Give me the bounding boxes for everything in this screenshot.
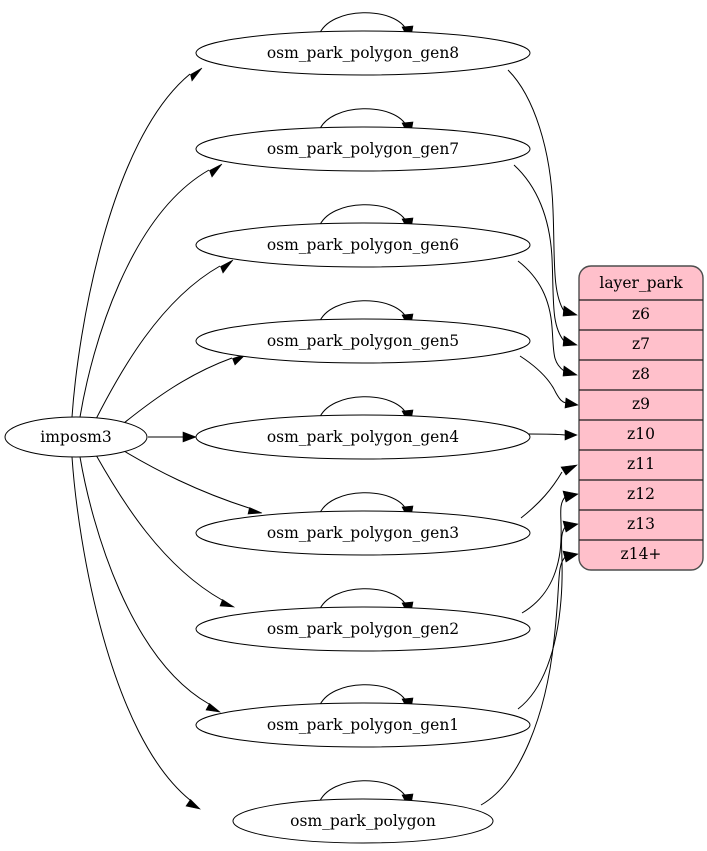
node-base-shape[interactable] xyxy=(232,798,494,844)
node-gen3-shape[interactable] xyxy=(195,510,531,556)
node-gen7-label: osm_park_polygon_gen7 xyxy=(267,140,459,158)
node-gen1-shape[interactable] xyxy=(195,702,531,748)
node-gen8-label: osm_park_polygon_gen8 xyxy=(267,44,459,62)
layer-park-row-z13[interactable]: z13 xyxy=(627,515,655,533)
edge-gen3-to-z11 xyxy=(520,464,578,519)
node-gen1-label: osm_park_polygon_gen1 xyxy=(267,716,459,734)
node-gen4[interactable]: osm_park_polygon_gen4 xyxy=(195,414,531,460)
node-gen6-label: osm_park_polygon_gen6 xyxy=(267,236,459,254)
node-gen7[interactable]: osm_park_polygon_gen7 xyxy=(195,126,531,172)
edge-imposm3-to-gen2 xyxy=(95,454,236,608)
node-gen6-shape[interactable] xyxy=(195,222,531,268)
edge-imposm3-to-gen6 xyxy=(95,259,234,420)
node-gen5[interactable]: osm_park_polygon_gen5 xyxy=(195,318,531,364)
edge-imposm3-to-gen8 xyxy=(71,67,203,418)
edge-group-tables-to-zooms xyxy=(480,69,579,806)
layer-park-row-z12[interactable]: z12 xyxy=(627,485,655,503)
layer-park-row-z7[interactable]: z7 xyxy=(632,335,650,353)
node-gen5-label: osm_park_polygon_gen5 xyxy=(267,332,459,350)
layer-park-row-z11[interactable]: z11 xyxy=(627,455,655,473)
edge-imposm3-to-gen4 xyxy=(148,431,197,443)
layer-park-box[interactable] xyxy=(578,265,704,571)
layer-park-row-z10[interactable]: z10 xyxy=(627,425,655,443)
node-gen5-shape[interactable] xyxy=(195,318,531,364)
edge-imposm3-to-base xyxy=(71,456,201,810)
node-gen2-label: osm_park_polygon_gen2 xyxy=(267,620,459,638)
edge-imposm3-to-gen3 xyxy=(123,450,263,515)
layer-park-row-z8[interactable]: z8 xyxy=(632,365,650,383)
node-gen2[interactable]: osm_park_polygon_gen2 xyxy=(195,606,531,652)
edge-gen7-to-z7 xyxy=(513,164,578,347)
node-gen6[interactable]: osm_park_polygon_gen6 xyxy=(195,222,531,268)
edge-imposm3-to-gen1 xyxy=(79,456,222,713)
edge-imposm3-to-gen7 xyxy=(79,163,223,418)
node-gen1[interactable]: osm_park_polygon_gen1 xyxy=(195,702,531,748)
node-base[interactable]: osm_park_polygon xyxy=(232,798,494,844)
layer-park-row-z14plus[interactable]: z14+ xyxy=(621,545,662,563)
edge-gen6-to-z8 xyxy=(517,260,578,377)
edge-gen8-to-z6 xyxy=(507,69,578,317)
node-layer-park[interactable]: layer_park z6 z7 z8 z9 z10 z11 z12 z13 z… xyxy=(578,265,704,571)
edge-base-to-z14 xyxy=(480,550,579,806)
node-base-label: osm_park_polygon xyxy=(290,812,436,830)
node-gen8[interactable]: osm_park_polygon_gen8 xyxy=(195,30,531,76)
node-imposm3[interactable]: imposm3 xyxy=(4,416,148,458)
node-gen8-shape[interactable] xyxy=(195,30,531,76)
node-gen4-shape[interactable] xyxy=(195,414,531,460)
layer-park-row-z9[interactable]: z9 xyxy=(632,395,650,413)
node-gen3-label: osm_park_polygon_gen3 xyxy=(267,524,459,542)
layer-park-header-label: layer_park xyxy=(599,274,683,292)
edge-gen5-to-z9 xyxy=(519,355,579,409)
node-gen7-shape[interactable] xyxy=(195,126,531,172)
edge-gen2-to-z12 xyxy=(521,490,579,614)
edge-gen1-to-z13 xyxy=(517,520,579,710)
node-imposm3-shape[interactable] xyxy=(4,416,148,458)
node-imposm3-label: imposm3 xyxy=(40,428,111,446)
node-gen2-shape[interactable] xyxy=(195,606,531,652)
node-gen4-label: osm_park_polygon_gen4 xyxy=(267,428,459,446)
node-gen3[interactable]: osm_park_polygon_gen3 xyxy=(195,510,531,556)
layer-park-row-z6[interactable]: z6 xyxy=(632,305,650,323)
edge-gen4-to-z10 xyxy=(527,429,578,441)
